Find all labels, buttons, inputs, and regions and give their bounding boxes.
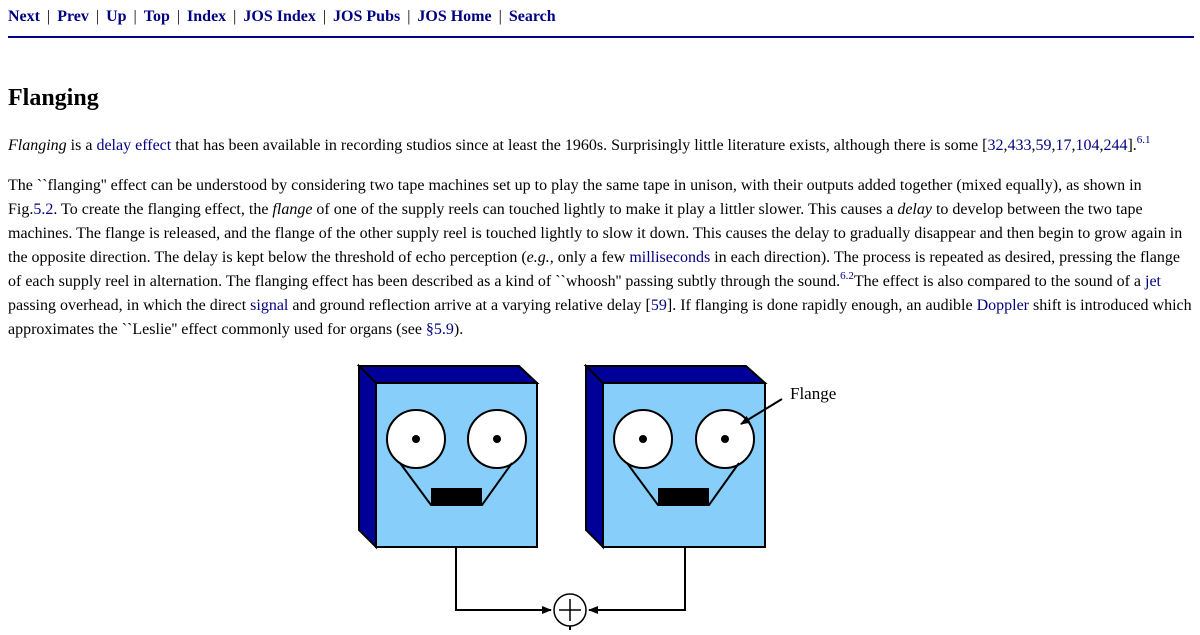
citation-separator: , — [1099, 137, 1104, 154]
footnote-link[interactable]: 6.1 — [1136, 133, 1151, 146]
left-output-wire — [455, 547, 552, 614]
flanging-term: Flanging — [8, 137, 67, 154]
citation-separator: , — [1071, 137, 1076, 154]
nav-search-link[interactable]: Search — [508, 8, 556, 25]
reel-hub — [493, 435, 501, 443]
nav-separator: | — [498, 8, 502, 25]
citation-separator: , — [1031, 137, 1036, 154]
header-divider — [8, 36, 1194, 38]
reel-hub — [412, 435, 420, 443]
delay-effect-link[interactable]: delay effect — [96, 137, 172, 154]
citation-link[interactable]: 244 — [1103, 137, 1128, 154]
nav-next-link[interactable]: Next — [8, 8, 40, 25]
paragraph-text: in each direction). The process is repea… — [8, 249, 1180, 290]
reel-hub — [721, 435, 729, 443]
signal-link[interactable]: signal — [250, 297, 289, 314]
paragraph-text: and ground reflection arrive at a varyin… — [288, 297, 651, 314]
tape-machine-right — [583, 363, 768, 550]
nav-top-link[interactable]: Top — [143, 8, 170, 25]
paragraph-text: ]. — [1127, 137, 1137, 154]
tape-head-right — [658, 488, 709, 505]
nav-separator: | — [407, 8, 411, 25]
eg-abbrev: e.g. — [526, 249, 550, 266]
paragraph-text: passing overhead, in which the direct — [8, 297, 251, 314]
paragraph-text: The ``flanging'' effect can be understoo… — [8, 177, 1142, 218]
summing-junction-icon — [553, 593, 587, 627]
flanging-explanation-paragraph: The ``flanging'' effect can be understoo… — [8, 174, 1194, 342]
citation-link[interactable]: 59 — [1035, 137, 1052, 154]
paragraph-text: is a — [66, 137, 97, 154]
paragraph-text: ). — [453, 321, 464, 338]
figure-ref-link[interactable]: 5.2 — [33, 201, 54, 218]
paragraph-text: shift is introduced which approximates t… — [8, 297, 1192, 338]
right-output-wire — [588, 547, 686, 614]
flange-label: Flange — [790, 384, 836, 403]
nav-separator: | — [176, 8, 181, 25]
tape-head-left — [431, 488, 482, 505]
page-title: Flanging — [8, 85, 99, 111]
flange-pointer-arrow — [740, 398, 783, 425]
doppler-link[interactable]: Doppler — [976, 297, 1030, 314]
citation-link[interactable]: 17 — [1055, 137, 1072, 154]
delay-term: delay — [897, 201, 932, 218]
nav-index-link[interactable]: Index — [187, 8, 227, 25]
nav-jos-home-link[interactable]: JOS Home — [417, 8, 492, 25]
paragraph-text: . To create the flanging effect, the — [53, 201, 273, 218]
nav-jos-index-link[interactable]: JOS Index — [243, 8, 316, 25]
top-navigation: Next | Prev | Up | Top | Index | JOS Index | JOS Pub… — [8, 7, 1194, 27]
nav-separator: | — [46, 8, 51, 25]
paragraph-text: , only a few — [549, 249, 630, 266]
paragraph-text: to develop between the two tape machines… — [8, 201, 1183, 266]
citation-link[interactable]: 59 — [650, 297, 667, 314]
citation-link[interactable]: 104 — [1075, 137, 1100, 154]
paragraph-text: that has been available in recording stu… — [171, 137, 988, 154]
paragraph-text: ]. If flanging is done rapidly enough, a… — [666, 297, 977, 314]
nav-separator: | — [322, 8, 327, 25]
tape-machines-diagram: Flange — [356, 363, 836, 630]
jet-link[interactable]: jet — [1145, 273, 1161, 290]
nav-separator: | — [133, 8, 137, 25]
nav-separator: | — [233, 8, 237, 25]
citation-link[interactable]: 433 — [1007, 137, 1032, 154]
citation-separator: , — [1003, 137, 1008, 154]
nav-up-link[interactable]: Up — [106, 8, 127, 25]
paragraph-text: The effect is also compared to the sound… — [853, 273, 1145, 290]
citation-link[interactable]: 32 — [987, 137, 1004, 154]
section-ref-link[interactable]: §5.9 — [425, 321, 454, 338]
tape-machine-left — [356, 363, 540, 550]
nav-prev-link[interactable]: Prev — [57, 8, 89, 25]
nav-jos-pubs-link[interactable]: JOS Pubs — [333, 8, 401, 25]
citation-separator: , — [1051, 137, 1056, 154]
flanging-figure: Flange — [355, 362, 855, 635]
nav-separator: | — [95, 8, 100, 25]
paragraph-text: of one of the supply reels can touched l… — [312, 201, 898, 218]
footnote-link[interactable]: 6.2 — [840, 269, 854, 282]
flange-term: flange — [272, 201, 313, 218]
reel-hub — [639, 435, 647, 443]
intro-paragraph: Flanging is a delay effect that has been… — [8, 134, 1194, 158]
milliseconds-link[interactable]: milliseconds — [629, 249, 711, 266]
